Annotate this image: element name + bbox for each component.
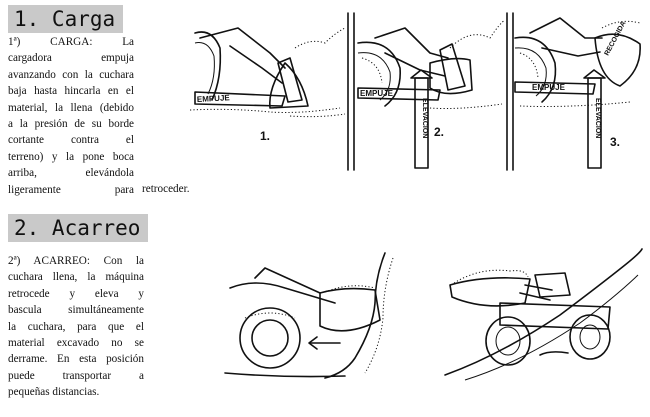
acarreo-line: la cuchara, para que el: [8, 320, 144, 333]
acarreo-line: 2ª) ACARREO: Con la: [8, 255, 144, 267]
carga-paragraph-tail: retroceder.: [142, 181, 222, 197]
loading-sequence-illustration: EMPUJE 1. EMPUJE ELEVACION 2. EMPUJE ELE…: [189, 12, 641, 171]
acarreo-line: pequeñas distancias.: [8, 386, 100, 399]
cab: [534, 272, 571, 298]
front-wheel: [485, 316, 531, 366]
section-heading-carga: 1. Carga: [8, 5, 124, 33]
carga-line: cortante contra el: [8, 134, 134, 147]
panel-step-3: [514, 17, 641, 169]
acarreo-line: retrocede y eleva y: [8, 287, 144, 300]
acarreo-line: bascula simultáneamente: [8, 304, 144, 317]
carga-line: terreno) y la pone boca: [8, 150, 134, 163]
carga-line: a la presión de su borde: [8, 118, 134, 131]
section-heading-acarreo: 2. Acarreo: [8, 214, 149, 242]
panel-step-2: [357, 19, 506, 169]
step-number-1: 1.: [260, 129, 270, 143]
acarreo-line: cuchara llena, la máquina: [8, 271, 144, 284]
empuje-label-1: EMPUJE: [197, 93, 231, 104]
carga-line: material, la llena (debido: [8, 101, 134, 114]
loaded-bucket: [449, 277, 531, 307]
carga-line: ligeramente para: [8, 183, 134, 196]
carga-line: 1ª) CARGA: La: [8, 36, 134, 48]
acarreo-loader-illustration: [444, 248, 643, 381]
rear-wheel: [569, 314, 611, 360]
carga-line: avanzando con la cuchara: [8, 68, 134, 81]
carga-line: baja hasta hincarla en el: [8, 85, 134, 98]
carga-line: arriba, elevándola: [8, 167, 134, 180]
empuje-label-2: EMPUJE: [360, 89, 394, 98]
step-number-2: 2.: [434, 125, 444, 139]
recogida-label: RECOGIDA: [604, 20, 628, 57]
carga-line-tail: retroceder.: [142, 183, 190, 195]
acarreo-line: material excavado no se: [8, 337, 144, 350]
acarreo-paragraph: 2ª) ACARREO: Con la cuchara llena, la má…: [8, 253, 144, 401]
empuje-label-3: EMPUJE: [532, 83, 566, 92]
acarreo-line: derrame. En esta posición: [8, 353, 144, 366]
elevacion-label-3: ELEVACION: [594, 98, 601, 138]
elevacion-label-2: ELEVACION: [421, 98, 428, 138]
carga-paragraph: 1ª) CARGA: La cargadora empuja avanzando…: [8, 34, 134, 198]
panel-step-1: [189, 27, 346, 118]
carga-line: cargadora empuja: [8, 52, 134, 65]
acarreo-bucket-illustration: [224, 252, 394, 379]
acarreo-line: puede transportar a: [8, 369, 144, 382]
step-number-3: 3.: [610, 135, 620, 149]
loader-wheel: [239, 307, 301, 369]
